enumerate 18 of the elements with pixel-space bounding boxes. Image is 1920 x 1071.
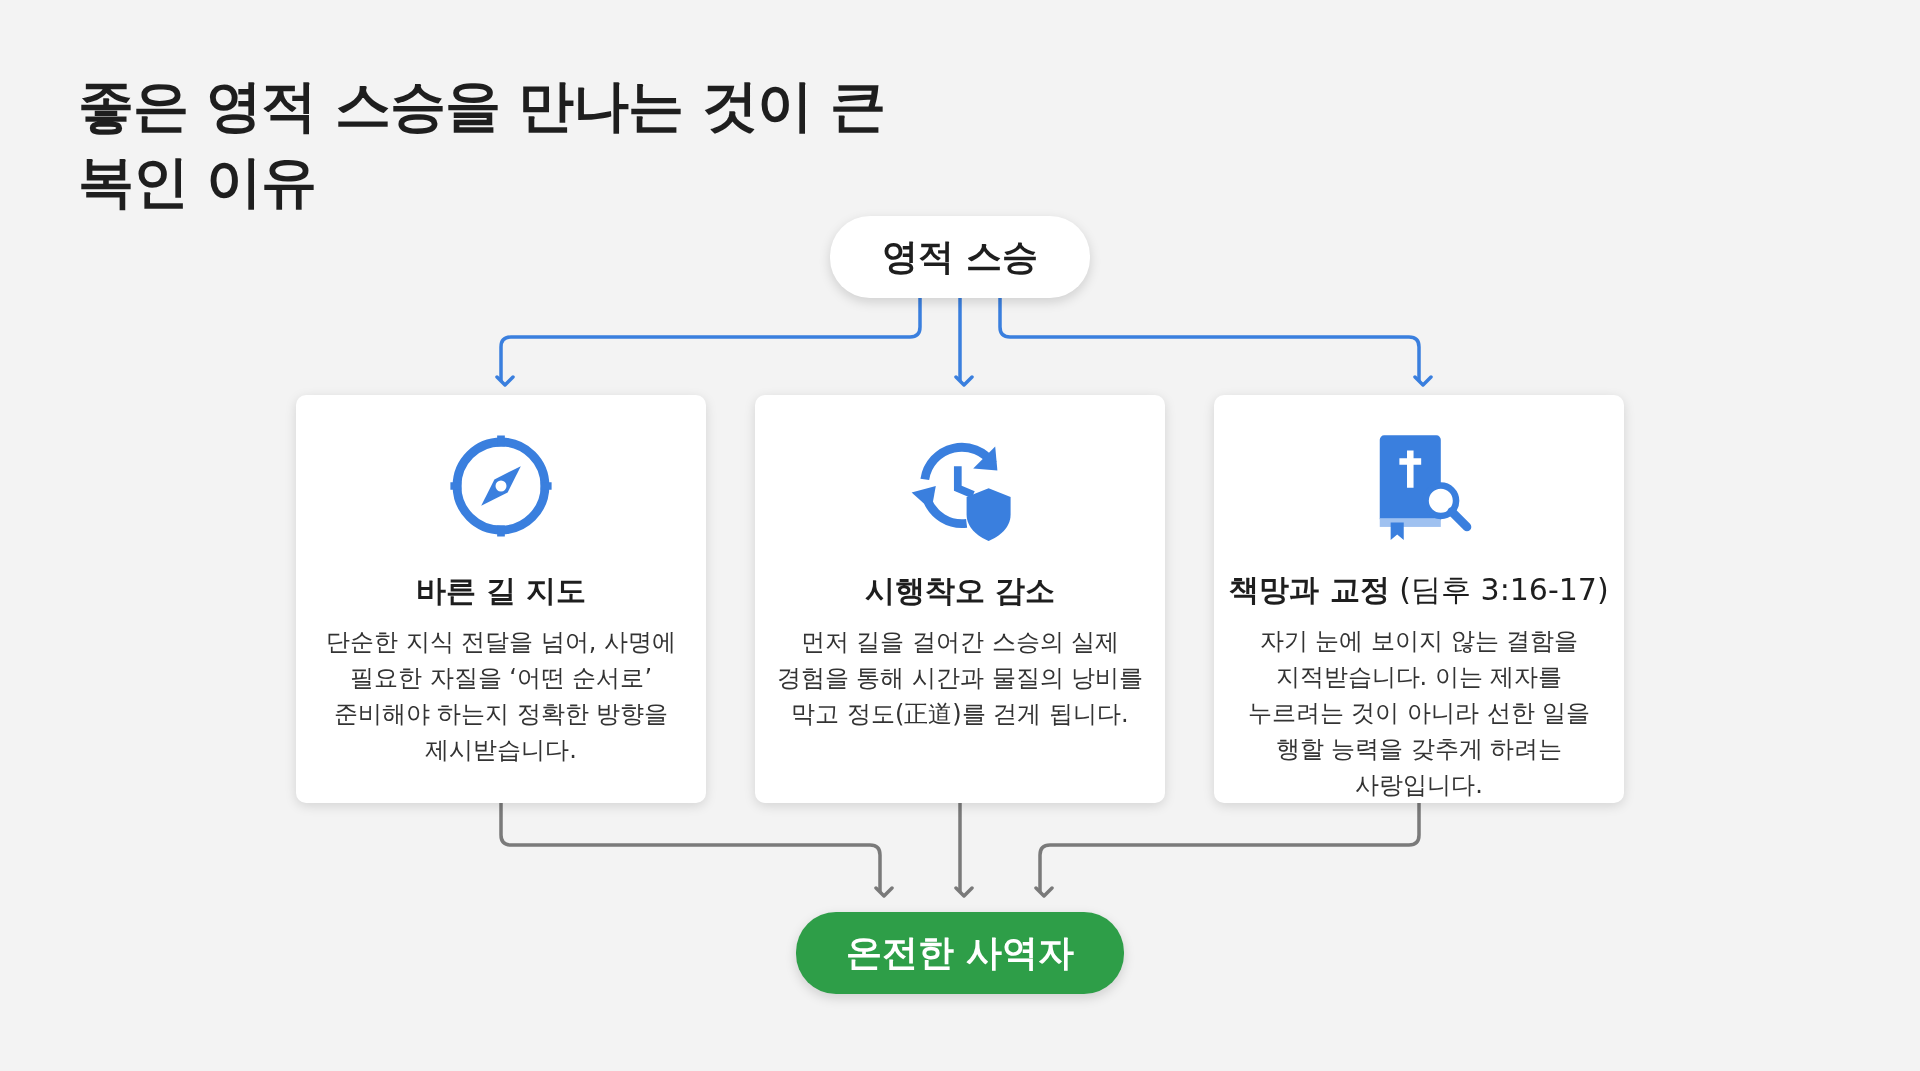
- card-description: 자기 눈에 보이지 않는 결함을 지적받습니다. 이는 제자를 누르려는 것이 아니라 선한 일을 행할 능력을 갖추게 하려는 사랑입니다.: [1246, 626, 1592, 801]
- card-description: 먼저 길을 걸어간 스승의 실제 경험을 통해 시간과 물질의 낭비를 막고 정도(正道)를 걷게 됩니다.: [775, 627, 1145, 730]
- arrow: [495, 298, 922, 387]
- arrow: [998, 298, 1433, 387]
- card-description: 단순한 지식 전달을 넘어, 사명에 필요한 자질을 ‘어떤 순서로’ 준비해야 하는지 정확한 방향을 제시받습니다.: [324, 627, 678, 766]
- arrow: [954, 298, 974, 387]
- arrow: [499, 803, 894, 898]
- arrow: [954, 803, 974, 898]
- card-heading: 시행착오 감소: [864, 572, 1056, 610]
- card-heading: 바른 길 지도: [415, 572, 587, 610]
- title: 좋은 영적 스승을 만나는 것이 큰 복인 이유: [78, 72, 887, 216]
- card-heading: 책망과 교정 (딤후 3:16-17): [1229, 571, 1609, 609]
- arrow: [1034, 803, 1421, 898]
- info-card: [1214, 395, 1624, 803]
- info-card: [296, 395, 706, 803]
- result-pill: 온전한 사역자: [796, 912, 1124, 994]
- start-pill: 영적 스승: [830, 216, 1090, 298]
- info-card: [755, 395, 1165, 803]
